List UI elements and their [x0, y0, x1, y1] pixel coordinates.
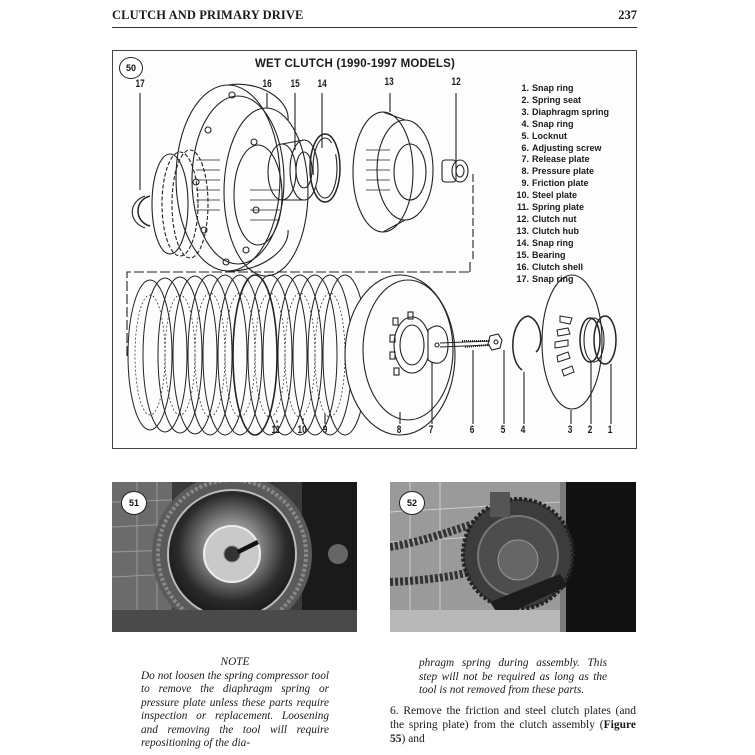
figure-51-photo: 51	[112, 482, 357, 632]
callout-13: 13	[384, 76, 394, 88]
figure-52-badge: 52	[399, 491, 425, 515]
legend-item: 2.Spring seat	[521, 94, 582, 105]
callout-7: 7	[428, 424, 434, 436]
callout-8: 8	[396, 424, 402, 436]
figure-52-photo: 52	[390, 482, 636, 632]
note-text: Do not loosen the spring compressor tool…	[141, 669, 329, 750]
legend-item: 7.Release plate	[521, 154, 590, 165]
legend-item: 3.Diaphragm spring	[521, 106, 610, 117]
callout-10: 10	[297, 424, 307, 436]
callout-9: 9	[322, 424, 328, 436]
callout-1: 1	[607, 424, 613, 436]
callout-4: 4	[520, 424, 526, 436]
page-number: 237	[618, 8, 637, 22]
callout-16: 16	[262, 78, 272, 90]
legend-item: 9.Friction plate	[521, 178, 589, 189]
legend-item: 13.Clutch hub	[516, 225, 579, 236]
chapter-title: CLUTCH AND PRIMARY DRIVE	[112, 8, 304, 22]
figure-50-badge: 50	[119, 57, 143, 79]
legend-item: 14.Snap ring	[516, 237, 574, 248]
figure-55-reference: Figure 55	[390, 719, 636, 745]
legend-item: 6.Adjusting screw	[521, 142, 602, 153]
legend-item: 5.Locknut	[521, 130, 567, 141]
step-6-paragraph: 6. Remove the friction and steel clutch …	[390, 705, 636, 745]
parts-legend: 1.Snap ring 2.Spring seat 3.Diaphragm sp…	[513, 83, 609, 285]
callout-14: 14	[317, 78, 327, 90]
callout-2: 2	[587, 424, 593, 436]
legend-item: 16.Clutch shell	[516, 261, 584, 272]
callout-3: 3	[567, 424, 573, 436]
callout-12: 12	[451, 76, 461, 88]
legend-item: 12.Clutch nut	[516, 213, 577, 224]
header-divider	[112, 27, 637, 28]
legend-item: 1.Snap ring	[521, 83, 574, 93]
callout-17: 17	[135, 78, 145, 90]
legend-item: 17.Snap ring	[516, 273, 574, 284]
note-continuation: phragm spring during assembly. This step…	[419, 657, 607, 696]
callout-5: 5	[500, 424, 506, 436]
callout-6: 6	[469, 424, 475, 436]
figure-50-title: WET CLUTCH (1990-1997 MODELS)	[255, 58, 456, 70]
legend-item: 8.Pressure plate	[521, 166, 595, 177]
note-title: NOTE	[220, 656, 250, 668]
note-block: NOTE Do not loosen the spring compressor…	[141, 656, 329, 751]
legend-item: 11.Spring plate	[516, 202, 585, 213]
legend-item: 4.Snap ring	[521, 118, 574, 129]
legend-item: 15.Bearing	[516, 249, 566, 260]
callout-11: 11	[271, 424, 281, 436]
legend-item: 10.Steel plate	[516, 190, 578, 201]
figure-51-badge: 51	[121, 491, 147, 515]
callout-15: 15	[290, 78, 300, 90]
